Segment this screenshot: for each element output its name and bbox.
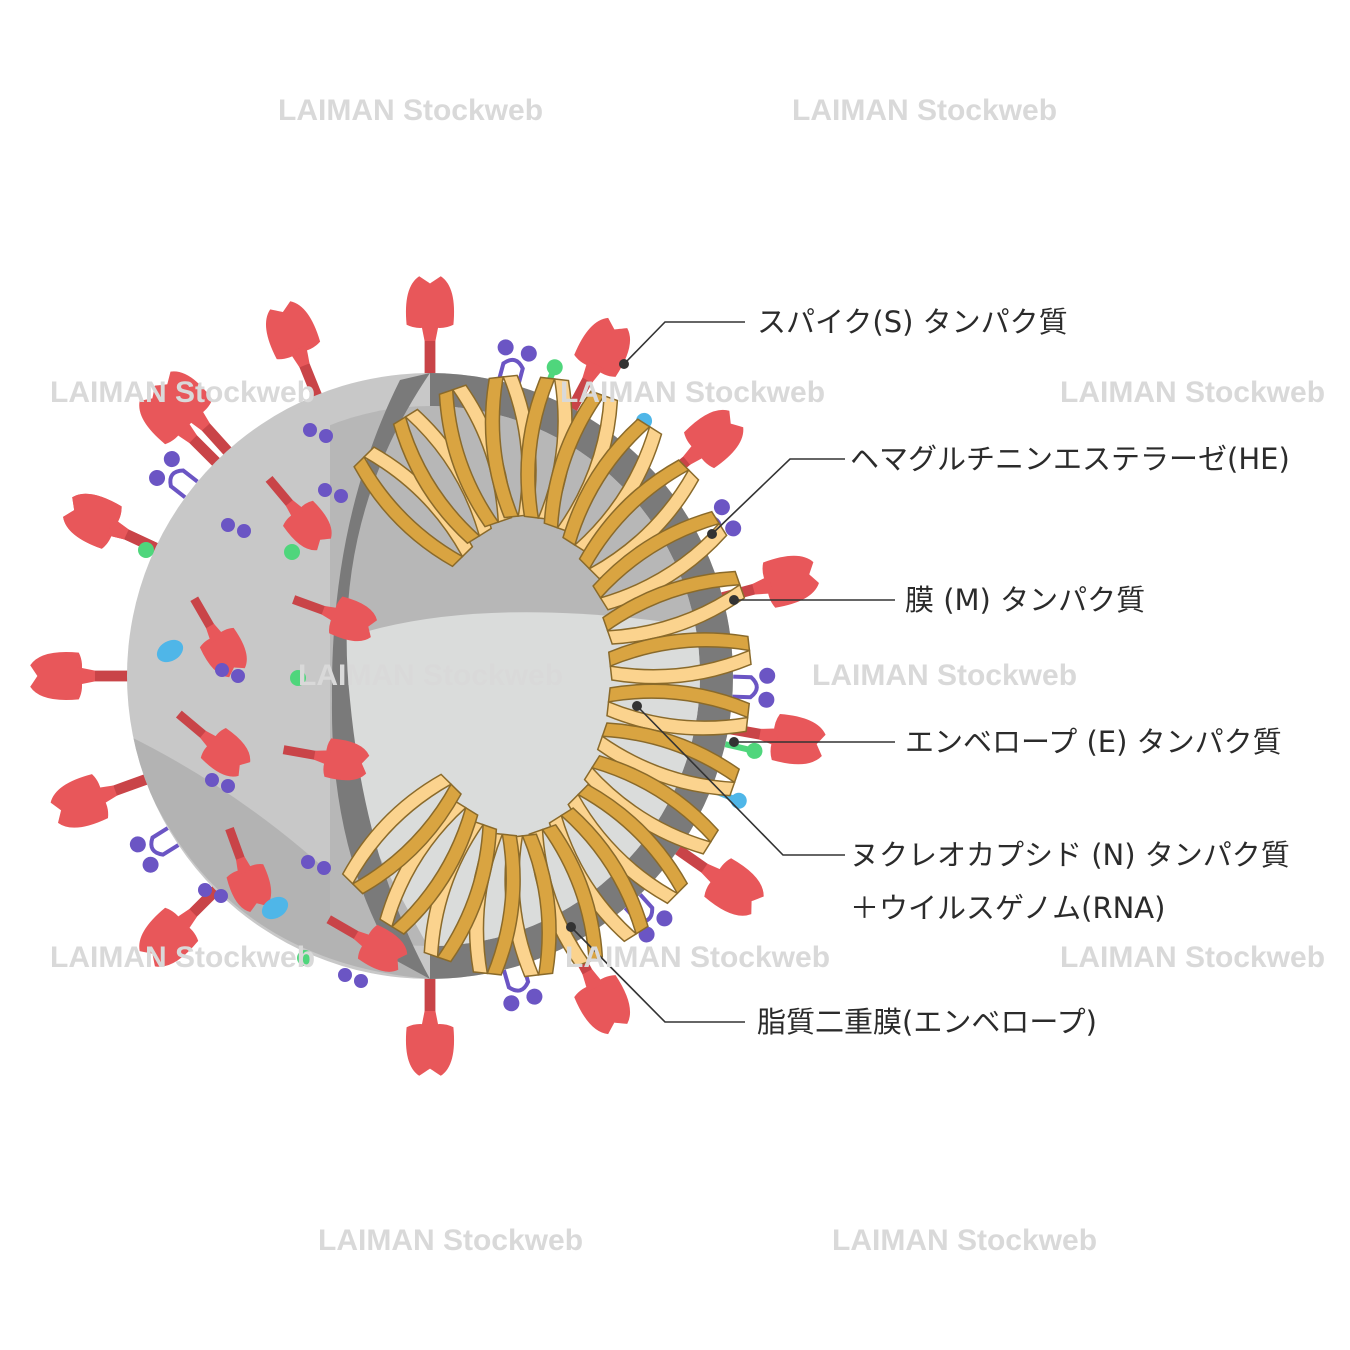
label-e-protein: エンベロープ (E) タンパク質	[905, 725, 1282, 759]
watermark-text: LAIMAN Stockweb	[832, 1224, 1097, 1257]
leader-lines	[566, 321, 895, 1023]
watermark-text: LAIMAN Stockweb	[318, 1224, 583, 1257]
membrane-protein-icon	[318, 483, 332, 497]
label-nucleocapsid: ヌクレオカプシド (N) タンパク質	[850, 838, 1290, 872]
watermark-text: LAIMAN Stockweb	[50, 376, 315, 409]
envelope-protein-icon	[138, 542, 154, 558]
nucleocapsid-rna-helix	[341, 374, 752, 978]
spike-protein-icon	[405, 973, 455, 1076]
spike-protein-icon	[564, 317, 630, 417]
he-protein-icon	[156, 639, 184, 663]
spike-protein-icon	[265, 301, 324, 403]
membrane-protein-icon	[214, 889, 228, 903]
watermark-text: LAIMAN Stockweb	[1060, 941, 1325, 974]
watermark-text: LAIMAN Stockweb	[565, 941, 830, 974]
membrane-protein-icon	[221, 779, 235, 793]
membrane-protein-icon	[231, 669, 245, 683]
watermark-text: LAIMAN Stockweb	[1060, 376, 1325, 409]
spike-protein-icon	[50, 772, 153, 828]
spike-protein-icon	[405, 276, 455, 379]
membrane-protein-icon	[221, 518, 235, 532]
membrane-protein-icon	[354, 974, 368, 988]
envelope-protein-icon	[290, 670, 306, 686]
rna-helix-loop	[341, 773, 462, 895]
spike-protein-icon	[326, 915, 408, 972]
label-spike-protein: スパイク(S) タンパク質	[757, 305, 1068, 339]
spike-protein-icon	[265, 475, 332, 551]
membrane-protein-icon	[205, 773, 219, 787]
watermark-text: LAIMAN Stockweb	[792, 94, 1057, 127]
membrane-protein-icon	[317, 861, 331, 875]
membrane-protein-icon	[215, 663, 229, 677]
spike-protein-icon	[721, 713, 826, 765]
membrane-protein-icon	[301, 855, 315, 869]
membrane-protein-icon	[237, 524, 251, 538]
membrane-protein-icon	[149, 451, 199, 499]
membrane-protein-icon	[319, 429, 333, 443]
label-rna-genome: ＋ウイルスゲノム(RNA)	[850, 891, 1165, 925]
spike-protein-icon	[139, 882, 224, 967]
membrane-protein-icon	[732, 667, 776, 708]
watermark-text: LAIMAN Stockweb	[812, 659, 1077, 692]
spike-protein-icon	[282, 738, 370, 781]
spike-protein-icon	[190, 596, 247, 678]
face-proteins	[138, 423, 408, 988]
spike-protein-icon	[670, 842, 764, 916]
envelope-protein-icon	[284, 544, 300, 560]
membrane-protein-icon	[303, 423, 317, 437]
watermarks: LAIMAN Stockweb LAIMAN Stockweb LAIMAN S…	[50, 94, 1325, 1257]
membrane-protein-icon	[338, 968, 352, 982]
spike-protein-icon	[63, 493, 163, 556]
spike-protein-icon	[225, 827, 272, 913]
he-protein-icon	[261, 896, 289, 920]
watermark-text: LAIMAN Stockweb	[278, 94, 543, 127]
watermark-text: LAIMAN Stockweb	[560, 376, 825, 409]
spike-protein-icon	[30, 652, 133, 700]
membrane-protein-icon	[129, 826, 180, 873]
spike-protein-icon	[139, 385, 224, 470]
label-m-protein: 膜 (M) タンパク質	[905, 583, 1145, 617]
membrane-protein-icon	[334, 489, 348, 503]
label-lipid-bilayer: 脂質二重膜(エンベロープ)	[757, 1005, 1097, 1039]
rna-helix-loop	[607, 632, 752, 685]
membrane-protein-icon	[198, 883, 212, 897]
spike-protein-icon	[175, 710, 251, 777]
watermark-text: LAIMAN Stockweb	[298, 659, 563, 692]
watermark-text: LAIMAN Stockweb	[50, 941, 315, 974]
spike-protein-icon	[292, 595, 378, 642]
membrane-protein-icon	[501, 963, 543, 1012]
envelope-protein-icon	[297, 950, 313, 966]
label-he-protein: ヘマグルチニンエステラーゼ(HE)	[850, 442, 1290, 476]
membrane-protein-icon	[496, 339, 537, 387]
